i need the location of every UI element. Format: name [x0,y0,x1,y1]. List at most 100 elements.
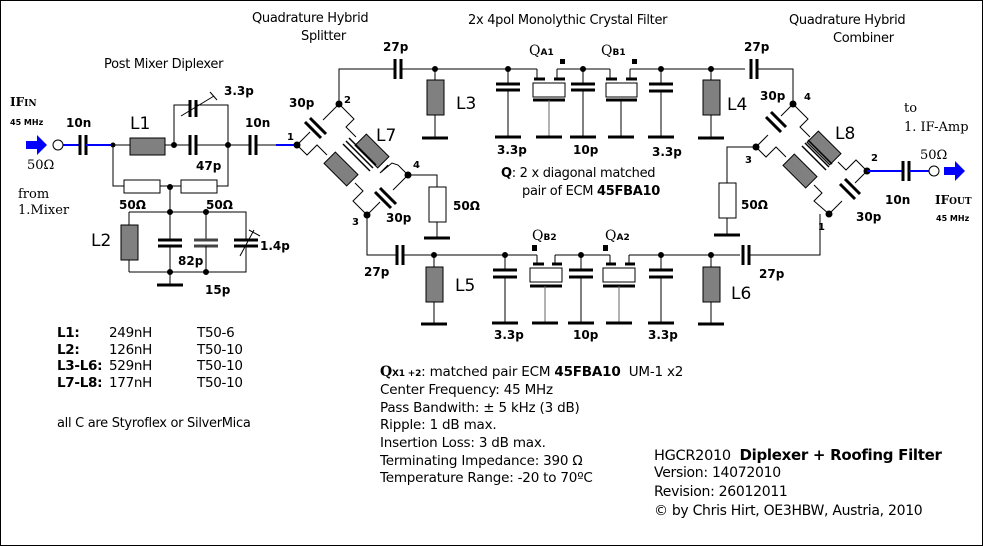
inductor-table: L1: 249nH T50-6 L2: 126nH T50-10 L3-L6: … [57,325,243,391]
inductor-l4 [702,79,721,116]
inductor-l6 [702,266,721,303]
label-c-47: 47p [196,159,222,173]
crystal-note-line2: pair of ECM 45FBA10 [522,184,660,199]
label-qb2: QB2 [532,228,557,244]
label-c-bot-3: 3.3p [648,328,678,342]
label-c-trim-top: 3.3p [224,84,254,98]
label-l3: L3 [456,94,477,114]
label-c-top-3: 3.3p [652,145,682,159]
inductor-core: T50-10 [197,341,243,358]
inductor-value: 529nH [109,358,152,375]
spec-pass-bandwidth: Pass Bandwith: ± 5 kHz (3 dB) [380,400,580,416]
label-c-out: 10n [885,193,911,207]
inductor-row: L7-L8: 177nH T50-10 [57,375,243,392]
pin-split-1: 1 [287,132,294,143]
output-label: IFOUT [935,193,972,207]
title-block-copyright: © by Chris Hirt, OE3HBW, Austria, 2010 [654,503,923,519]
pin-comb-3: 3 [745,155,752,166]
label-qa2: QA2 [605,228,630,244]
pin-comb-2: 2 [871,153,878,164]
label-c27-top-left: 27p [383,40,409,54]
inductor-value: 249nH [109,325,152,342]
spec-center-frequency: Center Frequency: 45 MHz [380,382,553,398]
output-dest-line1: to [904,101,918,116]
capacitor-note: all C are Styroflex or SilverMica [57,416,251,431]
input-source-line1: from [18,187,50,202]
resistor-left [123,179,161,194]
label-c-82: 82p [178,254,204,268]
label-qb1: QB1 [601,43,626,59]
input-port [26,135,116,155]
resistor-right [180,179,218,194]
label-r-left: 50Ω [119,198,146,212]
label-c-out-diplexer: 10n [245,116,271,130]
pin-split-2: 2 [344,95,351,106]
inductor-core: T50-6 [197,325,235,342]
label-c-top-1: 3.3p [497,143,527,157]
input-freq: 45 MHz [10,118,44,127]
inductor-core: T50-10 [197,375,243,392]
title-block-version: Version: 14072010 [654,465,781,481]
input-label: IFIN [10,95,37,109]
output-dest-line2: 1. IF-Amp [904,120,969,135]
label-c-15: 15p [205,283,231,297]
inductor-row: L2: 126nH T50-10 [57,342,243,359]
label-c27-top-right: 27p [744,40,770,54]
crystal-filter-bottom [366,214,821,326]
label-qa1: QA1 [529,43,554,59]
inductor-l5 [425,266,444,303]
label-c27-bot-left: 27p [364,265,390,279]
spec-insertion-loss: Insertion Loss: 3 dB max. [380,435,546,451]
label-l2: L2 [91,231,112,251]
label-r-split: 50Ω [453,199,480,213]
output-impedance: 50Ω [920,148,948,163]
label-r-right: 50Ω [206,198,233,212]
inductor-name: L3-L6: [57,358,103,375]
label-split-c-top: 30p [289,96,315,110]
label-c-bot-1: 3.3p [494,328,524,342]
output-terminal [928,165,940,177]
crystal-qb2 [529,267,563,283]
capacitor-c-in [78,135,88,155]
label-r-comb: 50Ω [741,198,768,212]
spec-ripple: Ripple: 1 dB max. [380,417,497,433]
crystal-filter-top [338,59,794,140]
pin-comb-1: 1 [818,222,825,233]
label-l4: L4 [727,95,748,115]
inductor-name: L2: [57,341,80,358]
input-impedance: 50Ω [27,158,55,173]
inductor-value: 177nH [109,375,152,392]
label-l8: L8 [835,124,856,144]
label-l5: L5 [455,276,476,296]
pin-split-4: 4 [413,160,420,171]
crystal-qa2 [602,267,636,283]
post-mixer-diplexer [112,91,297,287]
inductor-core: T50-10 [197,358,243,375]
inductor-l3 [426,79,445,116]
inductor-name: L7-L8: [57,375,103,392]
label-c-bot-2: 10p [573,328,599,342]
label-comb-c-top: 30p [760,89,786,103]
label-l6: L6 [731,284,752,304]
inductor-l2 [120,224,139,261]
label-c27-bot-right: 27p [759,267,785,281]
title-block-revision: Revision: 26012011 [654,484,788,500]
input-terminal [52,139,64,151]
label-l1: L1 [130,114,151,134]
crystal-qb1 [605,82,638,98]
title-splitter-line2: Splitter [301,29,346,44]
spec-terminating-impedance: Terminating Impedance: 390 Ω [380,453,583,469]
title-combiner-line1: Quadrature Hybrid [789,13,906,28]
quadrature-hybrid-splitter [293,100,452,240]
quadrature-hybrid-combiner [712,100,871,237]
label-c-trim-bot: 1.4p [260,239,290,253]
inductor-row: L1: 249nH T50-6 [57,325,243,342]
label-l7: L7 [376,126,397,146]
label-c-top-2: 10p [573,143,599,157]
output-arrow-icon [944,161,965,181]
output-freq: 45 MHz [936,214,970,223]
output-port [867,161,965,181]
spec-temperature-range: Temperature Range: -20 to 70ºC [380,470,593,486]
crystal-qa1 [532,82,566,98]
title-splitter-line1: Quadrature Hybrid [252,11,369,26]
